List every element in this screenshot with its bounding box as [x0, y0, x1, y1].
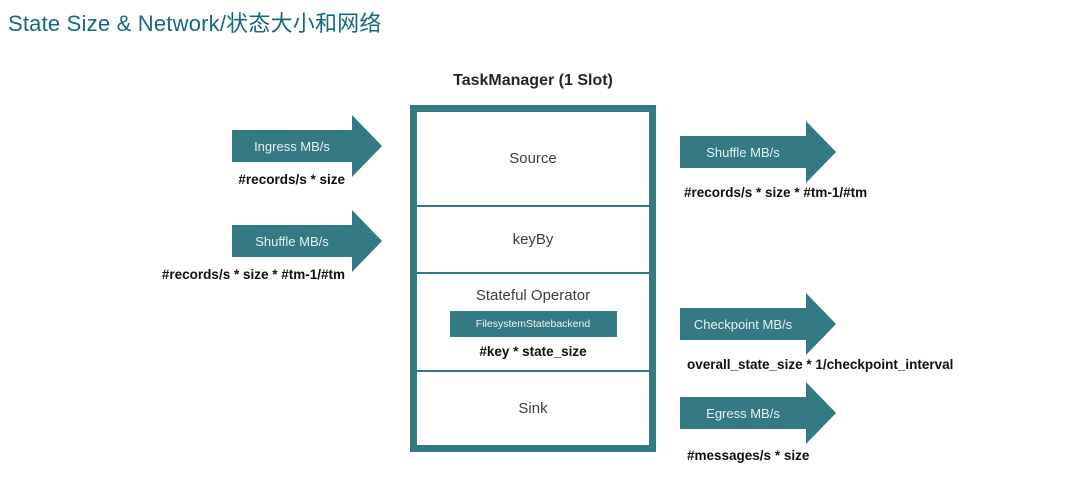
shuffle-in-arrow: Shuffle MB/s	[232, 210, 382, 272]
right-arrowhead-icon	[352, 210, 382, 272]
ingress-arrow-label: Ingress MB/s	[232, 130, 352, 162]
egress-arrow: Egress MB/s	[680, 382, 836, 444]
operator-box-sink: Sink	[415, 370, 651, 447]
shuffle-in-arrow-label: Shuffle MB/s	[232, 225, 352, 257]
shuffle-out-arrow-label: Shuffle MB/s	[680, 136, 806, 168]
operator-label-sink: Sink	[518, 400, 548, 417]
egress-arrow-label: Egress MB/s	[680, 397, 806, 429]
ingress-formula: #records/s * size	[238, 172, 345, 187]
checkpoint-formula: overall_state_size * 1/checkpoint_interv…	[687, 357, 954, 372]
right-arrowhead-icon	[806, 293, 836, 355]
right-arrowhead-icon	[806, 382, 836, 444]
operator-box-keyby: keyBy	[415, 205, 651, 274]
right-arrowhead-icon	[806, 121, 836, 183]
operator-label-source: Source	[509, 150, 557, 167]
operator-label-stateful: Stateful Operator	[475, 287, 591, 304]
operator-label-keyby: keyBy	[512, 231, 554, 248]
shuffle-in-formula: #records/s * size * #tm-1/#tm	[161, 267, 345, 282]
shuffle-out-arrow: Shuffle MB/s	[680, 121, 836, 183]
ingress-arrow: Ingress MB/s	[232, 115, 382, 177]
state-backend-chip: FilesystemStatebackend	[449, 311, 617, 337]
taskmanager-label: TaskManager (1 Slot)	[453, 72, 613, 89]
right-arrowhead-icon	[352, 115, 382, 177]
egress-formula: #messages/s * size	[687, 448, 810, 463]
checkpoint-arrow: Checkpoint MB/s	[680, 293, 836, 355]
operator-box-stateful: Stateful Operator FilesystemStatebackend…	[415, 272, 651, 372]
shuffle-out-formula: #records/s * size * #tm-1/#tm	[684, 185, 868, 200]
operator-box-source: Source	[415, 110, 651, 207]
checkpoint-arrow-label: Checkpoint MB/s	[680, 308, 806, 340]
state-size-formula: #key * state_size	[479, 344, 587, 359]
page-title: State Size & Network/状态大小和网络	[8, 11, 382, 36]
